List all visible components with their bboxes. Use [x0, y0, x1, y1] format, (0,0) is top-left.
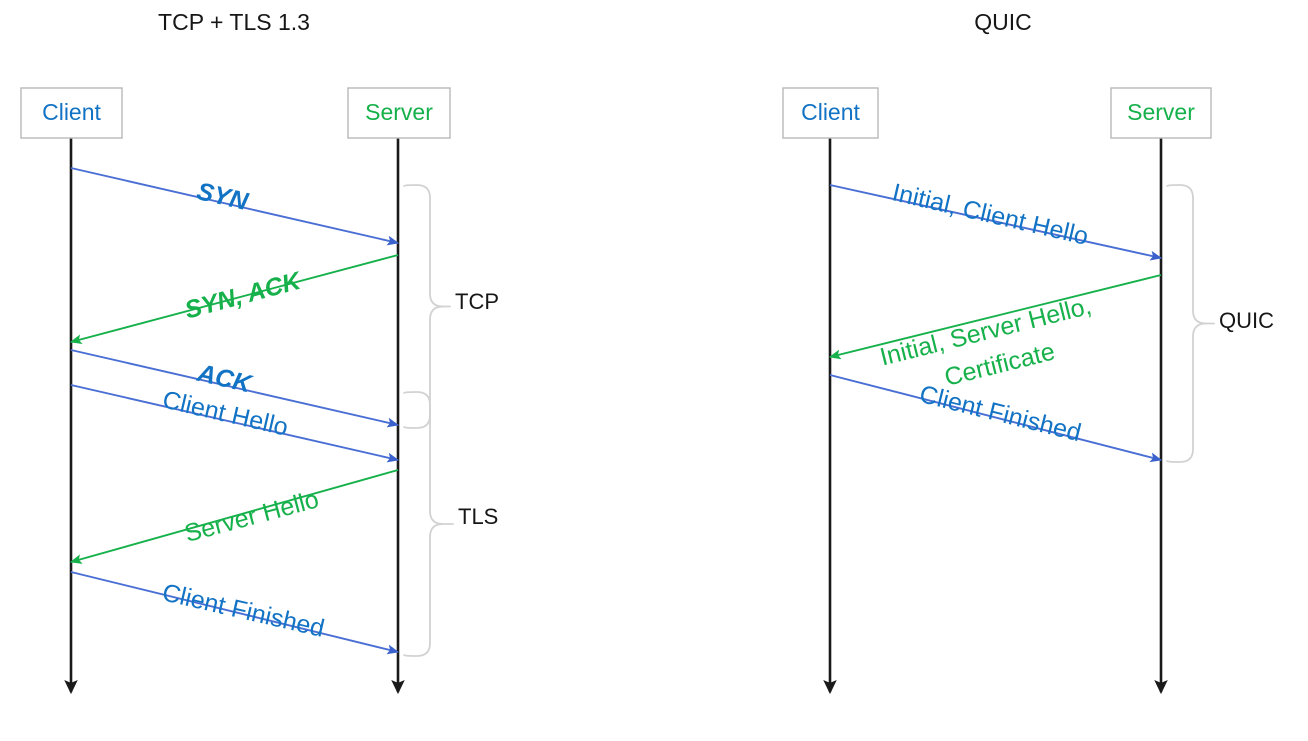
actor-label-server: Server — [1127, 99, 1195, 125]
message-arrow-client-finished-quic — [829, 374, 1163, 463]
message-arrow-syn-ack — [69, 254, 399, 345]
brace-quic — [1166, 184, 1207, 463]
brace-label-tcp: TCP — [455, 289, 499, 314]
message-label-client-finished-tls: Client Finished — [160, 578, 327, 642]
message-label-server-hello-tls: Server Hello — [182, 485, 322, 548]
message-server-hello-tls: Server Hello — [69, 469, 399, 564]
actor-label-client: Client — [801, 99, 860, 125]
message-syn: SYN — [70, 167, 400, 246]
actor-server-quic[interactable]: Server — [1110, 87, 1212, 139]
message-initial-client-hello: Initial, Client Hello — [829, 178, 1163, 261]
actor-client-quic[interactable]: Client — [782, 87, 879, 139]
brace-tcp — [403, 184, 444, 429]
brace-label-quic: QUIC — [1219, 308, 1274, 333]
message-client-finished-tls: Client Finished — [70, 571, 400, 655]
message-client-finished-quic: Client Finished — [829, 374, 1163, 463]
message-label-client-finished-quic: Client Finished — [917, 380, 1084, 447]
brace-group-tcp: TCP — [403, 184, 499, 429]
actor-server-tcp-tls[interactable]: Server — [347, 87, 451, 139]
actor-box-server[interactable] — [347, 87, 451, 139]
message-initial-server-hello: Initial, Server Hello,Certificate — [828, 274, 1162, 392]
diagram-title-quic: QUIC — [974, 9, 1032, 35]
actor-label-client: Client — [42, 99, 101, 125]
message-arrow-ack — [70, 349, 400, 428]
message-label-syn-ack: SYN, ACK — [182, 266, 306, 324]
actor-box-server[interactable] — [1110, 87, 1212, 139]
message-syn-ack: SYN, ACK — [69, 254, 399, 345]
message-client-hello-tls: Client Hello — [70, 384, 400, 463]
diagram-title-tcp-tls: TCP + TLS 1.3 — [158, 9, 310, 35]
message-arrow-client-hello-tls — [70, 384, 400, 463]
message-label-syn: SYN — [194, 177, 251, 216]
brace-group-tls: TLS — [403, 391, 498, 657]
actor-box-client[interactable] — [20, 87, 123, 139]
message-arrow-server-hello-tls — [69, 469, 399, 564]
message-label-client-hello-tls: Client Hello — [160, 386, 291, 442]
actor-label-server: Server — [365, 99, 433, 125]
actor-box-client[interactable] — [782, 87, 879, 139]
message-arrow-initial-server-hello — [828, 274, 1162, 360]
message-label-initial-client-hello: Initial, Client Hello — [890, 178, 1091, 250]
actor-client-tcp-tls[interactable]: Client — [20, 87, 123, 139]
message-arrow-syn — [70, 167, 400, 246]
brace-group-quic: QUIC — [1166, 184, 1274, 463]
message-label-ack: ACK — [194, 359, 256, 399]
message-arrow-client-finished-tls — [70, 571, 400, 655]
message-arrow-initial-client-hello — [829, 184, 1163, 261]
brace-label-tls: TLS — [458, 504, 498, 529]
brace-tls — [403, 391, 444, 657]
